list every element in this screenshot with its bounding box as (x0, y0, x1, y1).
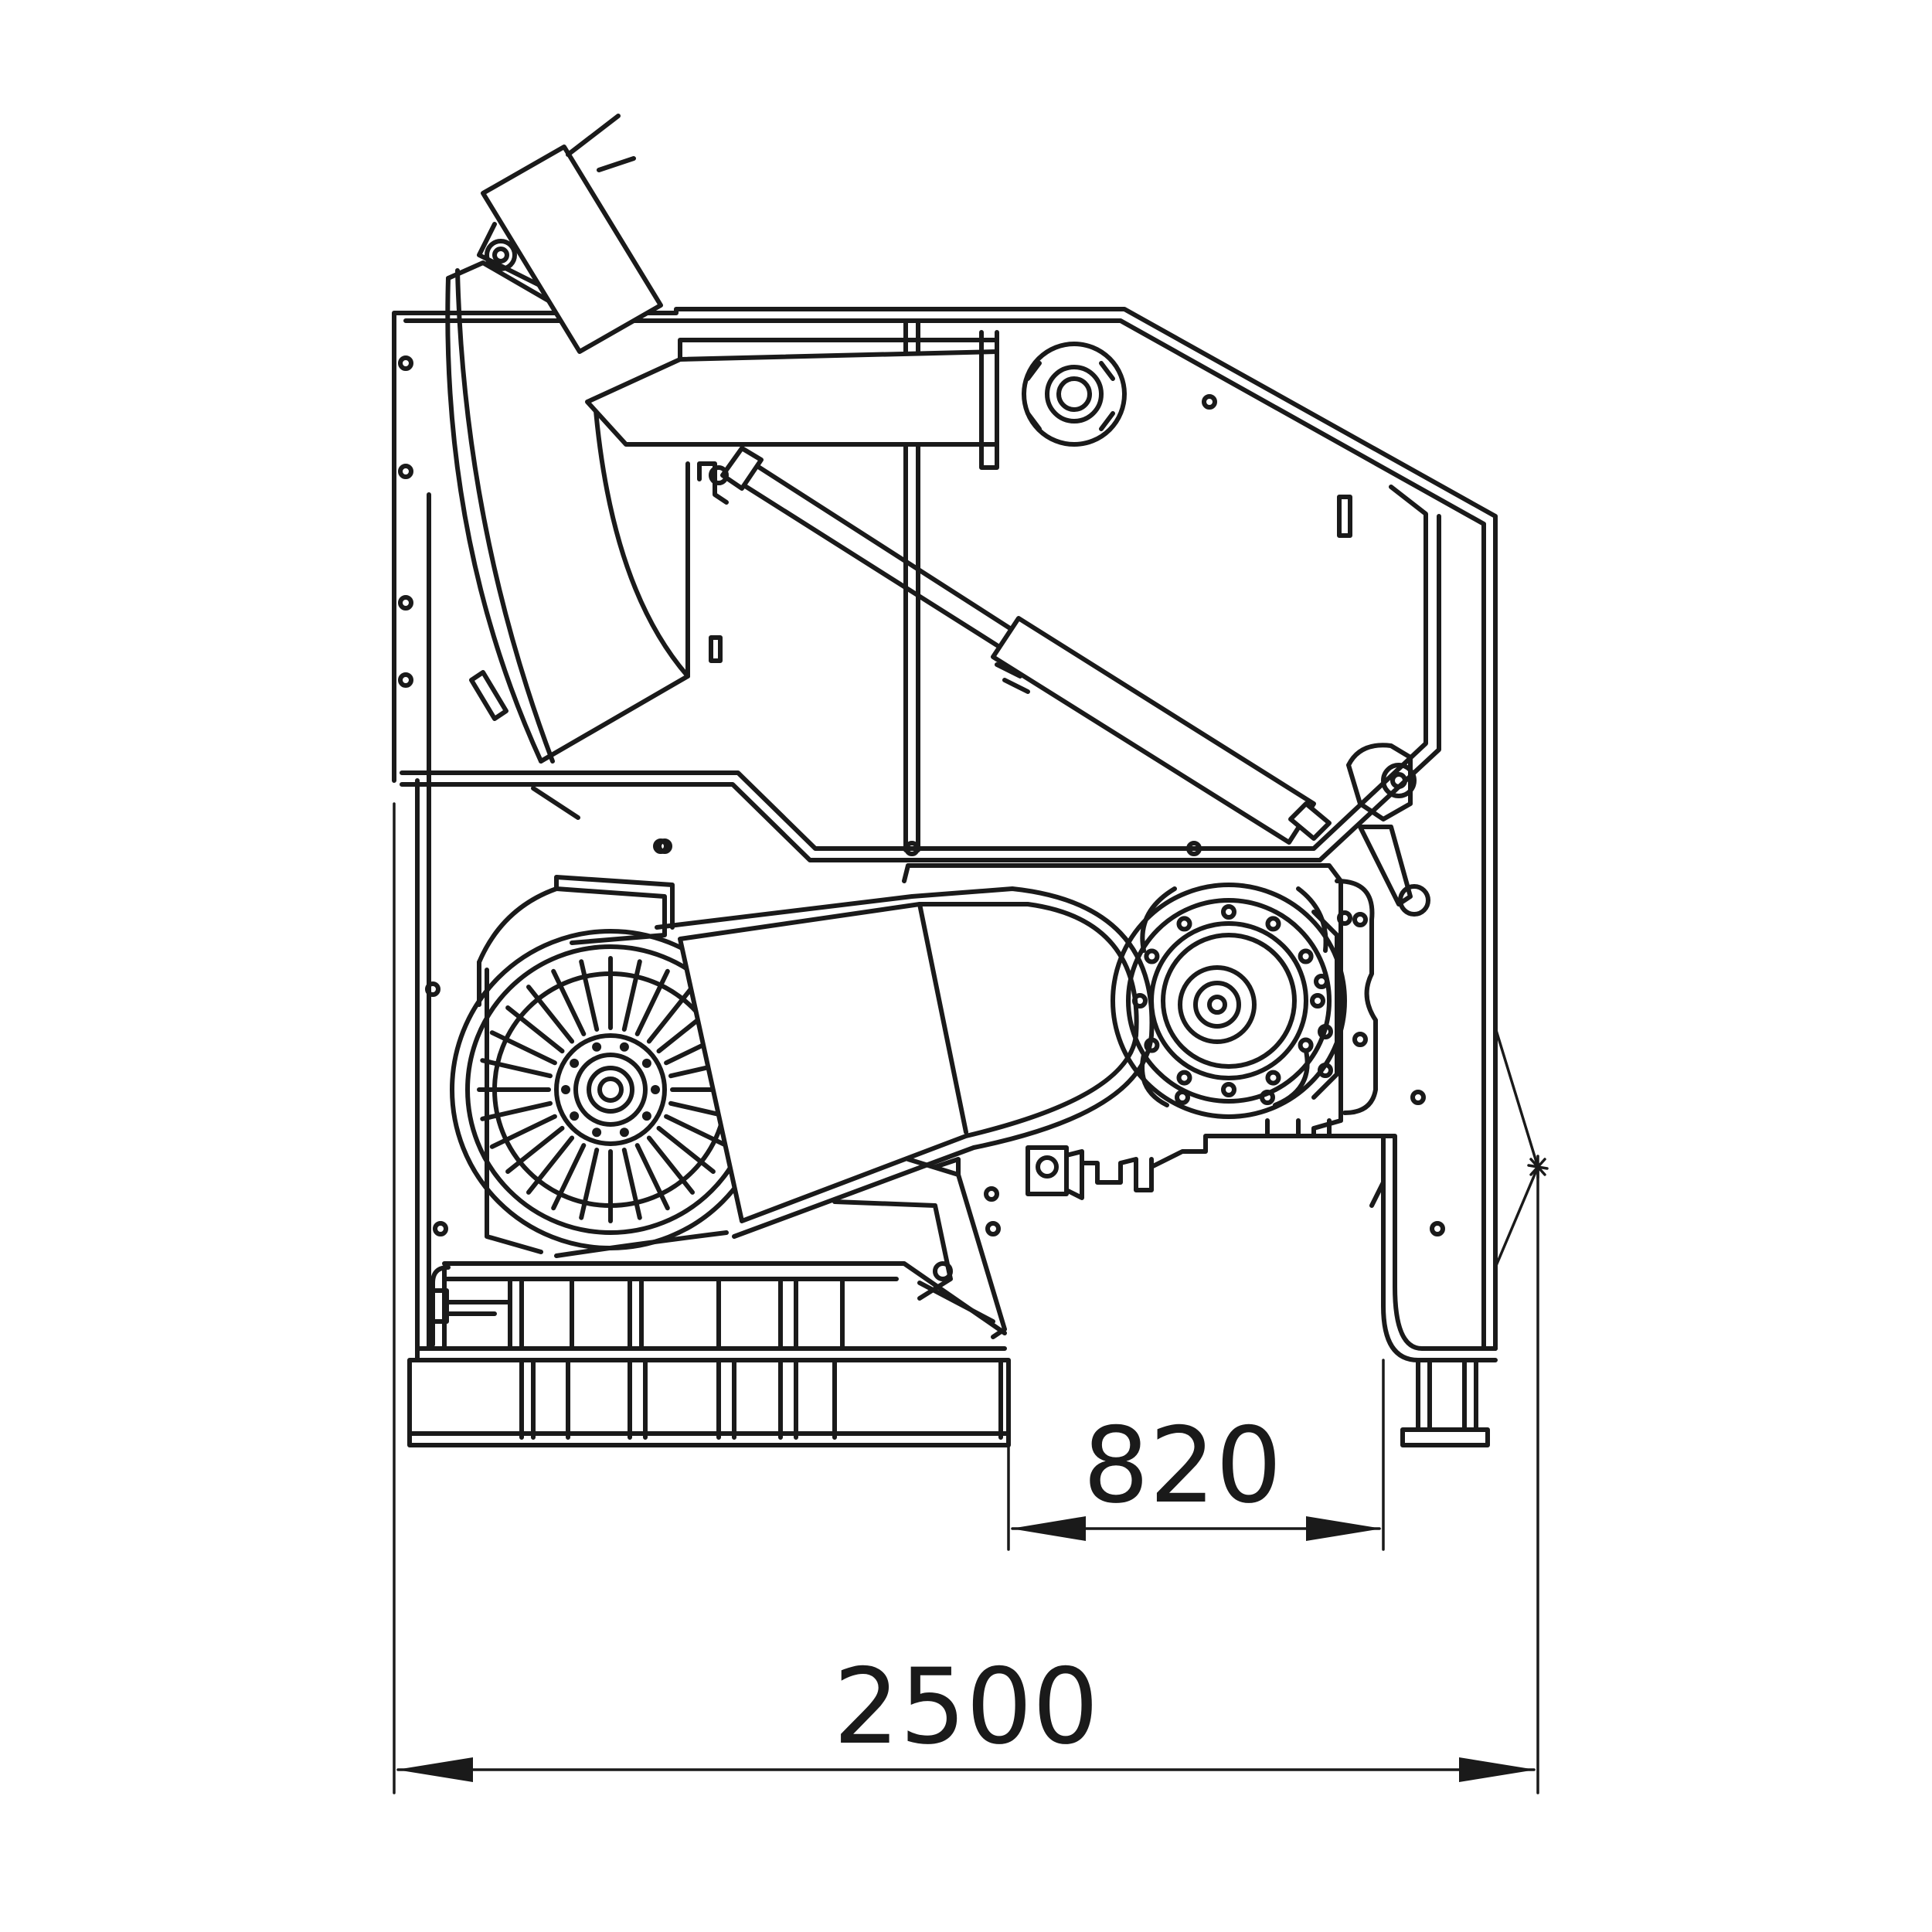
rotor-flywheel (902, 863, 1378, 1138)
coupling-unit (1026, 1118, 1386, 1200)
base-frame (407, 1157, 1490, 1447)
bolt-holes (398, 355, 1445, 1236)
reference-mark (1527, 1155, 1549, 1179)
arrow-head-left (1011, 1516, 1086, 1541)
arrow-head-left (396, 1757, 473, 1782)
feed-chute (445, 114, 1352, 820)
side-linkage (1346, 743, 1430, 917)
dimension-820: 820 (1007, 1359, 1385, 1551)
dimension-label-2500: 2500 (833, 1646, 1099, 1767)
belt-guard (554, 886, 1155, 1258)
dimension-label-820: 820 (1083, 1405, 1282, 1526)
arrow-head-right (1306, 1516, 1382, 1541)
arrow-head-right (1459, 1757, 1536, 1782)
upper-roller (1022, 342, 1127, 447)
hydraulic-cylinder (697, 446, 1332, 845)
dimension-2500: 2500 (393, 802, 1539, 1794)
